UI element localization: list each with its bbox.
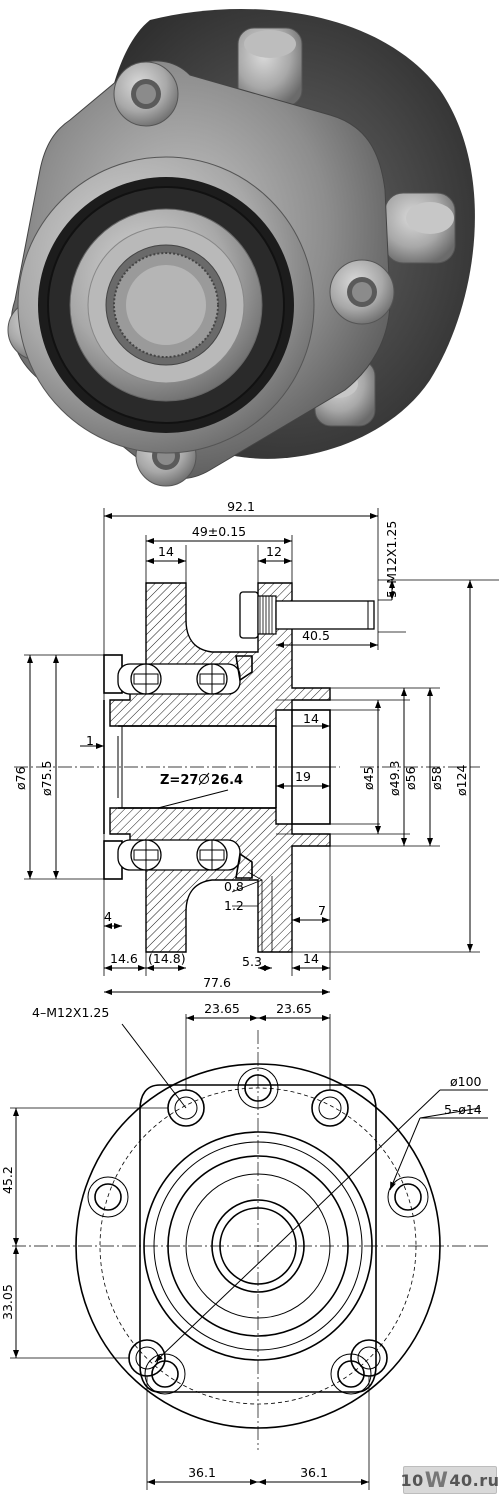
dim-pcd-100: ø100 xyxy=(450,1074,482,1089)
dim-d58: ø58 xyxy=(429,766,444,790)
dim-holes-5-14: 5–ø14 xyxy=(444,1102,482,1117)
dim-14-8: (14.8) xyxy=(148,951,186,966)
wheel-stud-drawing xyxy=(239,591,375,639)
watermark-part-a: 10 xyxy=(400,1470,424,1490)
dim-d124: ø124 xyxy=(454,764,469,796)
dim-pilot-19: 19 xyxy=(295,769,311,784)
dim-92-1: 92.1 xyxy=(227,499,255,514)
wheel-stud-right-upper xyxy=(384,192,456,264)
dim-spline-dia: 26.4 xyxy=(211,773,243,788)
dim-d76: ø76 xyxy=(13,766,28,790)
dim-5-3: 5.3 xyxy=(242,954,262,969)
dim-stud-thread: 5–M12X1.25 xyxy=(384,521,399,598)
dim-45-2: 45.2 xyxy=(0,1166,15,1194)
dim-front-thread: 4–M12X1.25 xyxy=(32,1005,109,1020)
bearing-balls-upper xyxy=(117,663,241,695)
front-view: 4–M12X1.25 23.65 23.65 ø100 5–ø14 45.2 3… xyxy=(0,1001,488,1490)
dim-14-6: 14.6 xyxy=(110,951,138,966)
dim-d56: ø56 xyxy=(403,766,418,790)
dim-23-65-left: 23.65 xyxy=(204,1001,240,1016)
dim-33-05: 33.05 xyxy=(0,1284,15,1320)
dim-1-2: 1.2 xyxy=(224,898,244,913)
dim-0-8: 0.8 xyxy=(224,879,244,894)
dim-36-1-left: 36.1 xyxy=(188,1465,216,1480)
dim-pilot-14: 14 xyxy=(303,711,319,726)
dim-7: 7 xyxy=(318,903,326,918)
dim-1: 1 xyxy=(86,733,94,748)
dim-49-015: 49±0.15 xyxy=(192,524,246,539)
dim-d75-5: ø75.5 xyxy=(39,761,54,796)
side-section-view: 92.1 49±0.15 14 12 5–M12X1.25 40.5 ø76 ø… xyxy=(13,499,499,995)
dim-spline-count: Z=27 xyxy=(160,773,198,788)
dim-14-left: 14 xyxy=(158,544,174,559)
diameter-icon xyxy=(198,772,210,786)
bearing-balls-lower xyxy=(117,839,241,871)
dim-d45: ø45 xyxy=(361,766,376,790)
wheel-stud-top xyxy=(237,27,303,107)
mount-ear-top xyxy=(113,61,179,127)
mount-ear-right xyxy=(329,259,395,325)
dim-77-6: 77.6 xyxy=(203,975,231,990)
product-photo xyxy=(7,8,475,487)
dim-40-5: 40.5 xyxy=(302,628,330,643)
dim-23-65-right: 23.65 xyxy=(276,1001,312,1016)
dim-14-bottom: 14 xyxy=(303,951,319,966)
dim-4: 4 xyxy=(104,909,112,924)
dim-12: 12 xyxy=(266,544,282,559)
dim-36-1-right: 36.1 xyxy=(300,1465,328,1480)
dim-d49-3: ø49.3 xyxy=(387,761,402,796)
watermark-part-c: 40.ru xyxy=(449,1470,499,1490)
watermark-part-b: W xyxy=(424,1468,449,1492)
